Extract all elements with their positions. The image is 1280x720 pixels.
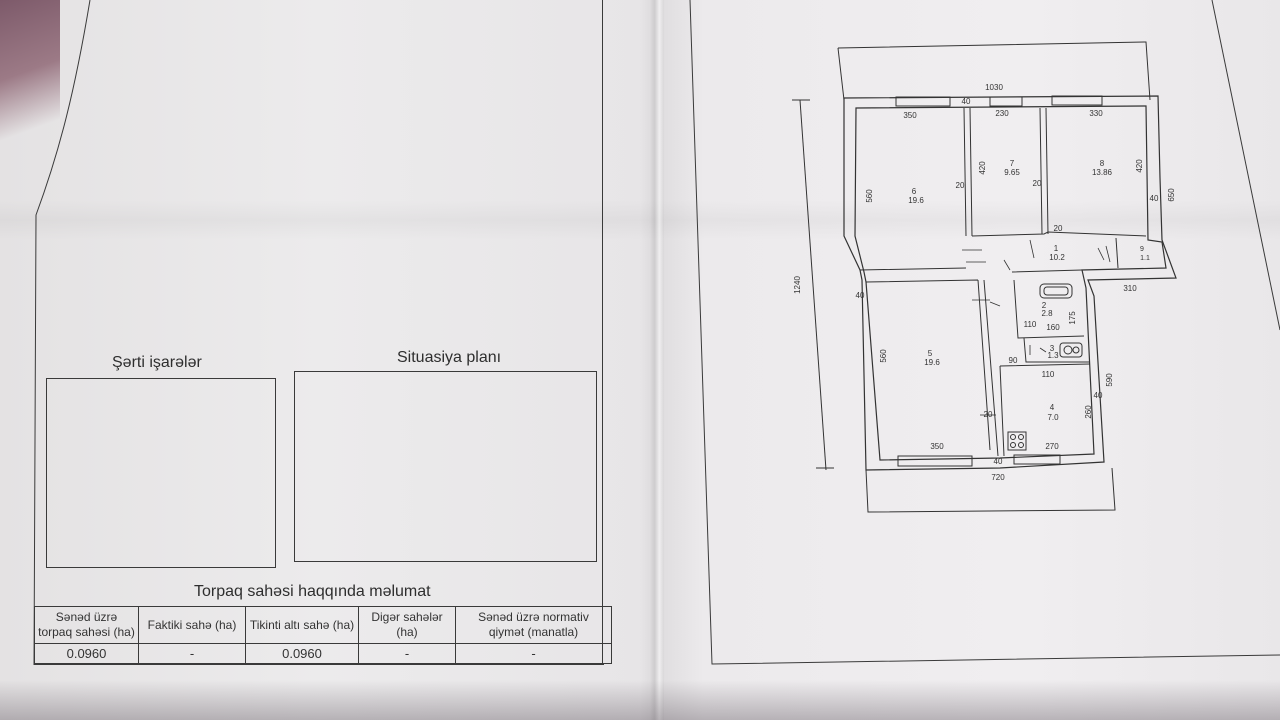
total-height-label: 1240: [793, 276, 802, 294]
table-header: Tikinti altı sahə (ha): [245, 606, 359, 644]
dimension-label: 175: [1068, 311, 1077, 325]
interior-walls: [859, 107, 1147, 457]
room-number: 2: [1042, 301, 1047, 310]
right-upper-label: 650: [1167, 188, 1176, 202]
dimension-label: 350: [903, 111, 917, 120]
left-page-right-border: [602, 0, 603, 664]
situation-plan-title: Situasiya planı: [397, 349, 502, 366]
dimension-label: 260: [1084, 405, 1093, 419]
room-area: 19.6: [908, 196, 924, 205]
room-area: 19.6: [924, 358, 940, 367]
room-number: 7: [1010, 159, 1015, 168]
dimension-label: 420: [978, 161, 987, 175]
room-number: 5: [928, 349, 933, 358]
center-fold: [650, 0, 664, 720]
table-cell: 0.0960: [34, 643, 139, 664]
right-page-edge: [1211, 0, 1280, 331]
dimension-label: 40: [994, 457, 1003, 466]
height-dimension-line: [792, 99, 834, 471]
table-cell: 0.0960: [245, 643, 359, 664]
room-number: 8: [1100, 159, 1105, 168]
dimension-label: 310: [1123, 284, 1137, 293]
legend-title: Şərti işarələr: [112, 354, 202, 371]
room-number: 9: [1140, 246, 1144, 253]
table-row: 0.0960 - 0.0960 - -: [34, 643, 612, 664]
dimension-label: 230: [995, 109, 1009, 118]
dimension-label: 90: [1009, 356, 1018, 365]
dimension-label: 160: [1046, 323, 1060, 332]
stove-symbol: [1007, 431, 1027, 451]
dimension-label: 560: [865, 189, 874, 203]
bottom-width-label: 720: [991, 473, 1005, 482]
dimension-label: 560: [879, 349, 888, 363]
door-marks: [962, 239, 1111, 416]
bathtub-symbol: [1039, 283, 1073, 299]
dimension-label: 40: [856, 291, 865, 300]
toilet-symbol: [1059, 342, 1083, 358]
table-header: Sənəd üzrə normativ qiymət (manatla): [455, 606, 612, 644]
legend-box: [46, 378, 276, 568]
room-number: 4: [1050, 403, 1055, 412]
dimension-label: 40: [1150, 194, 1159, 203]
dimension-label: 40: [962, 97, 971, 106]
dimension-label: 20: [956, 181, 965, 190]
table-cell: -: [455, 643, 612, 664]
overall-dimension-labels: 1030 720 1240 650 590: [793, 83, 1176, 482]
dimension-label: 20: [1054, 224, 1063, 233]
dimension-label: 270: [1045, 442, 1059, 451]
dimension-label: 40: [1094, 391, 1103, 400]
background-corner: [0, 0, 60, 180]
dimension-labels: 350 40 230 330 560 420 420 20 20 20 40 3…: [856, 97, 1159, 466]
land-info-title: Torpaq sahəsi haqqında məlumat: [194, 583, 431, 600]
right-page-frame: [689, 0, 1280, 665]
table-header: Sənəd üzrə torpaq sahəsi (ha): [34, 606, 139, 644]
room-area: 1.1: [1140, 255, 1150, 262]
room-area: 7.0: [1047, 413, 1059, 422]
dimension-label: 330: [1089, 109, 1103, 118]
left-page-bottom-border: [34, 664, 604, 665]
dimension-label: 350: [930, 442, 944, 451]
room-number: 3: [1050, 344, 1055, 353]
top-width-label: 1030: [985, 83, 1003, 92]
dimension-label: 20: [984, 410, 993, 419]
room-number: 1: [1054, 244, 1059, 253]
dimension-label: 420: [1135, 159, 1144, 173]
bottom-shadow: [0, 680, 1280, 720]
room-area: 1.3: [1047, 351, 1059, 360]
room-labels: 6 19.6 7 9.65 8 13.86 1 10.2 9 1.1 2 2.8…: [908, 159, 1150, 422]
horizontal-fold: [0, 200, 1280, 240]
table-header-row: Sənəd üzrə torpaq sahəsi (ha) Faktiki sa…: [34, 606, 612, 644]
situation-plan-box: [294, 371, 597, 562]
table-header: Digər sahələr (ha): [358, 606, 456, 644]
land-info-table: Sənəd üzrə torpaq sahəsi (ha) Faktiki sa…: [34, 606, 612, 664]
room-number: 6: [912, 187, 917, 196]
right-lower-label: 590: [1105, 373, 1114, 387]
dimension-label: 110: [1042, 370, 1055, 379]
room-area: 10.2: [1049, 253, 1065, 262]
table-header: Faktiki sahə (ha): [138, 606, 246, 644]
dimension-label: 110: [1024, 320, 1037, 329]
room-area: 13.86: [1092, 168, 1113, 177]
dimension-label: 20: [1033, 179, 1042, 188]
room-area: 9.65: [1004, 168, 1020, 177]
site-outline: [837, 41, 1151, 513]
room-area: 2.8: [1041, 309, 1053, 318]
outer-walls: [843, 95, 1177, 471]
windows: [895, 95, 1103, 467]
